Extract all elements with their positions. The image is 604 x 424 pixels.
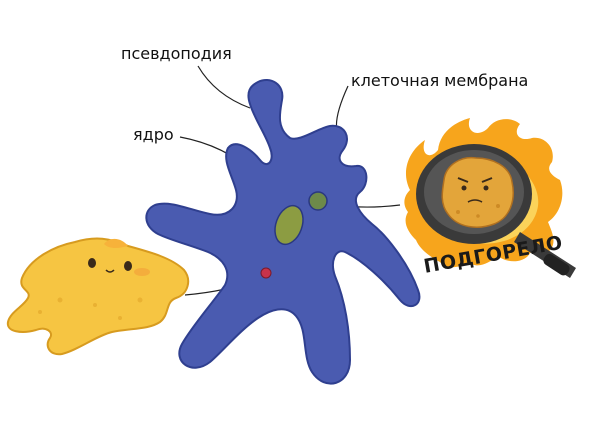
yellow-amoeba-hair [104,238,128,248]
yellow-amoeba-eye-left [88,258,96,268]
yellow-amoeba-character [6,237,190,356]
pseudopodia-amoeba [145,79,421,385]
label-nucleus: ядро [133,125,174,144]
nucleus [274,204,304,246]
label-pseudopodia: псевдоподия [121,44,232,63]
contractile-vacuole [308,191,328,211]
food-vacuole [260,267,272,279]
leader-line-pseudopodia [197,65,251,109]
label-cell-membrane: клеточная мембрана [351,71,529,90]
yellow-amoeba-mouth [105,269,115,273]
yellow-amoeba-eye-right [124,261,132,271]
pan-handle-grip [543,253,570,276]
yellow-amoeba-cheek [134,268,150,276]
yellow-amoeba-body [6,237,190,356]
burnt-amoeba-character [441,156,514,228]
